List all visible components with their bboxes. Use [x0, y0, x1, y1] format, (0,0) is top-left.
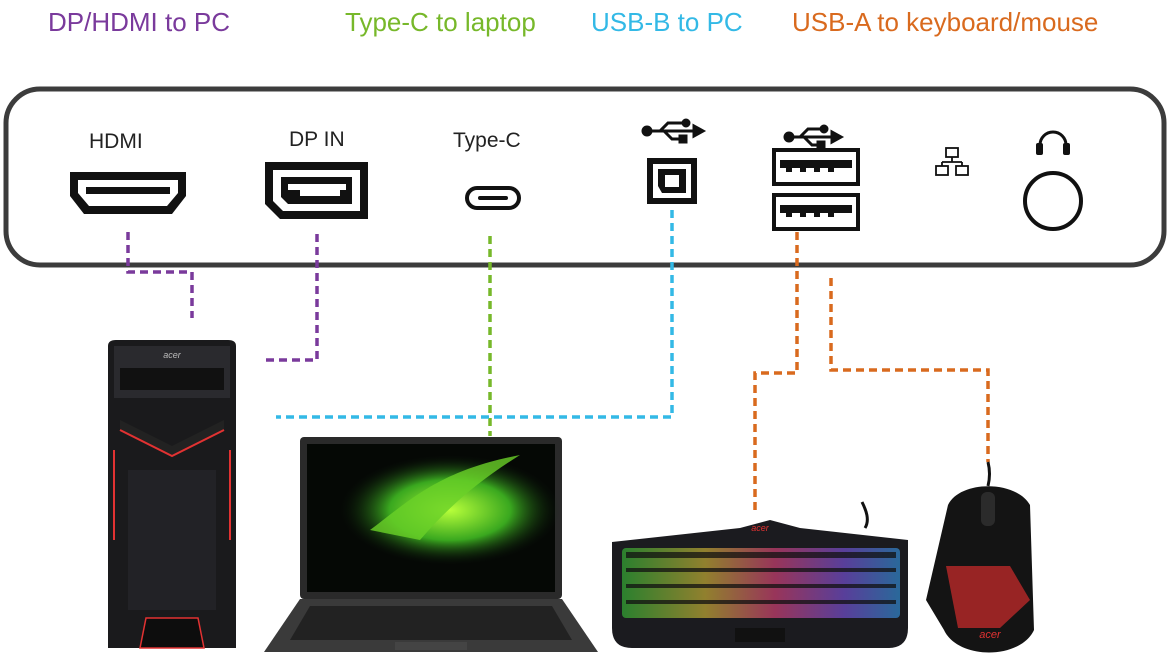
usb-icon [783, 124, 845, 150]
hdmi-port-icon [70, 172, 186, 214]
io-panel [3, 86, 1167, 268]
keyboard-illustration: acer [612, 501, 908, 648]
svg-text:acer: acer [163, 350, 182, 360]
legend-usba: USB-A to keyboard/mouse [792, 7, 1099, 37]
legend-typec: Type-C to laptop [345, 7, 536, 37]
usbb-cable-line [276, 210, 674, 419]
desktop-pc-illustration: acer [108, 340, 236, 649]
usba-port-icon [772, 148, 860, 186]
hdmi-port-label: HDMI [89, 130, 143, 153]
mouse-illustration: acer [926, 461, 1034, 653]
hdmi-cable-line [126, 232, 194, 318]
displayport-icon [265, 162, 368, 219]
svg-text:acer: acer [751, 523, 770, 533]
network-icon [935, 147, 969, 176]
typec-port-label: Type-C [453, 129, 521, 152]
legend-dp-hdmi: DP/HDMI to PC [48, 7, 231, 37]
legend-usbb: USB-B to PC [591, 7, 743, 37]
laptop-illustration [264, 437, 598, 652]
audio-jack-icon [1023, 171, 1083, 231]
usb-icon [641, 118, 707, 144]
usba-port-icon [772, 193, 860, 231]
dp-cable-line [264, 234, 319, 362]
headphone-icon [1036, 130, 1070, 155]
dp-port-label: DP IN [289, 128, 345, 151]
usba-mouse-line [829, 278, 990, 462]
usbb-port-icon [647, 158, 697, 204]
usba-keyboard-line [753, 232, 799, 515]
svg-text:acer: acer [979, 629, 1002, 641]
